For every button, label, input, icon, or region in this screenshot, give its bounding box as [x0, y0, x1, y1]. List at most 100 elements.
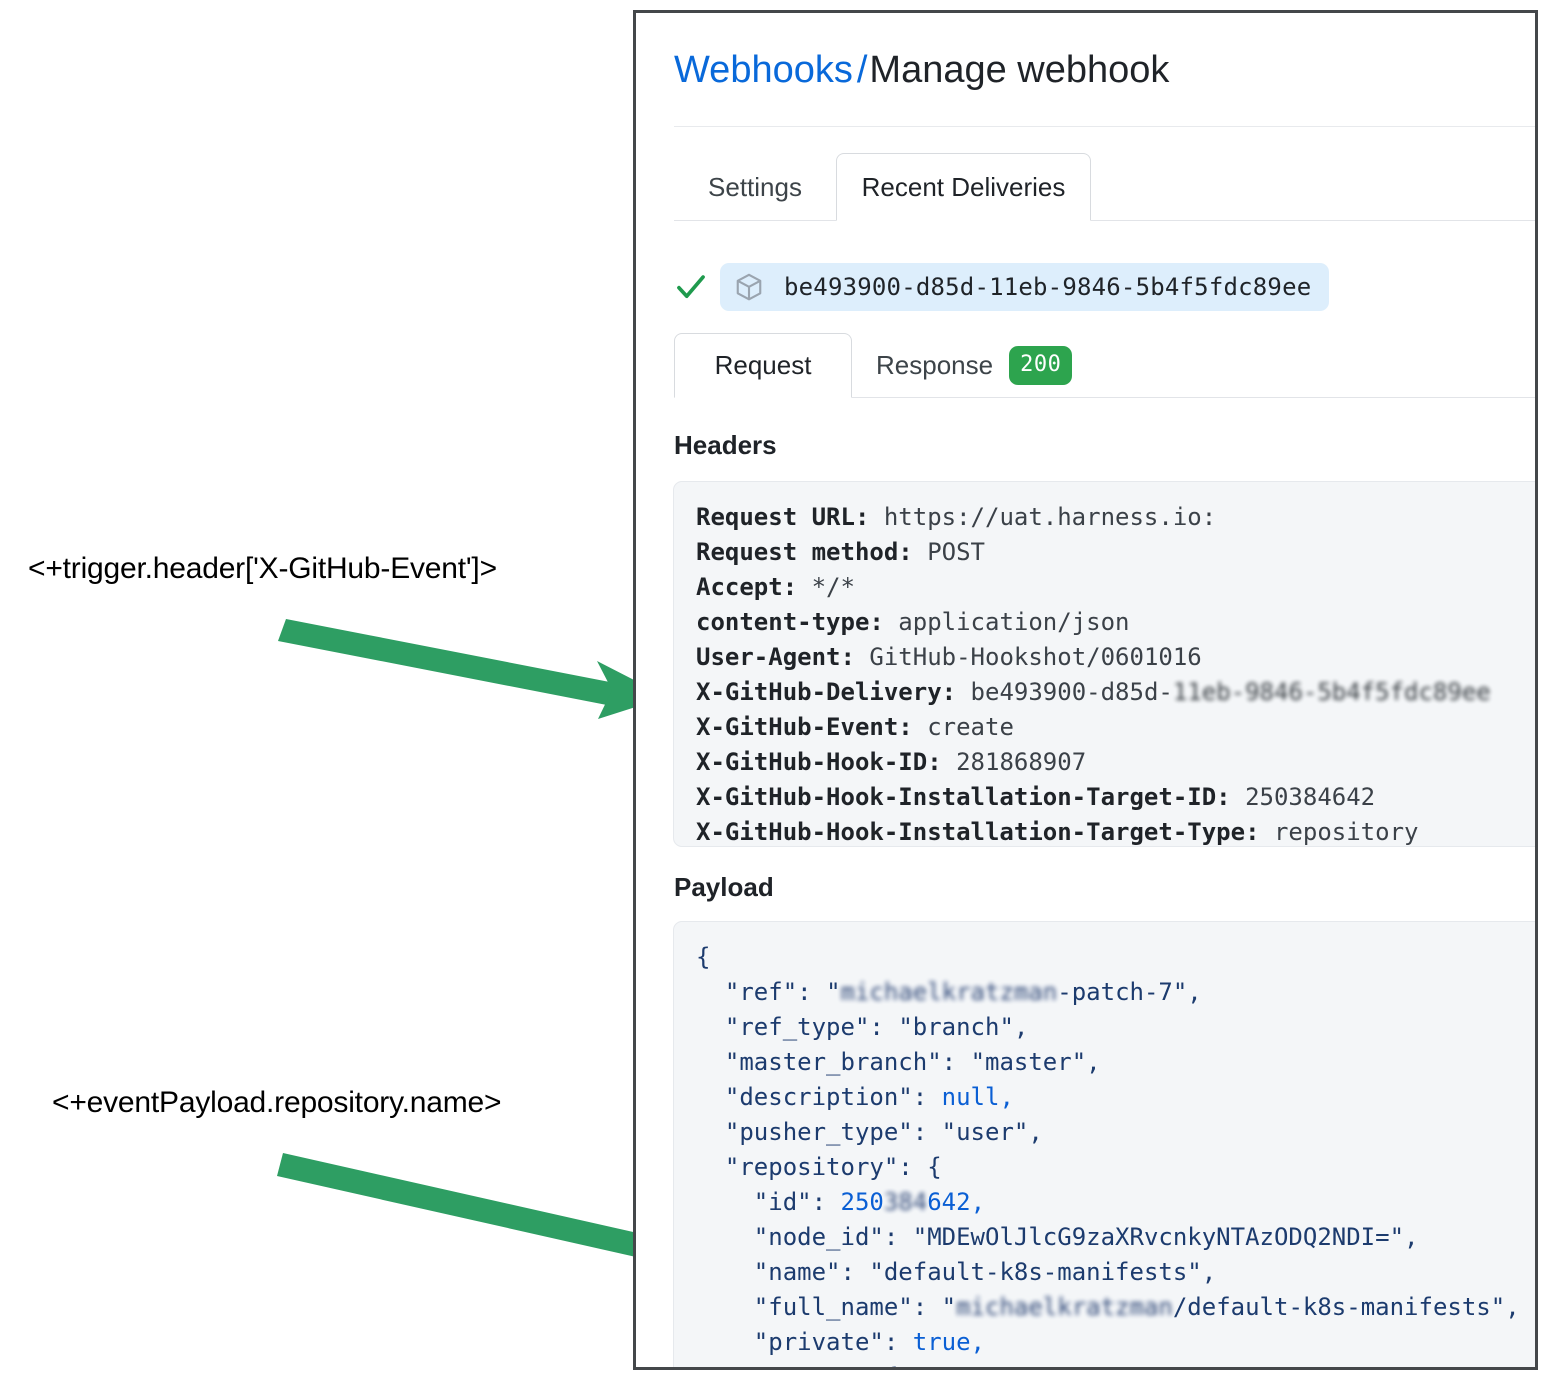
json-quote: " — [826, 978, 841, 1006]
payload-line: "full_name": "michaelkratzman/default-k8… — [696, 1290, 1535, 1325]
json-colon: : — [811, 1188, 841, 1216]
tab-response[interactable]: Response 200 — [852, 333, 1142, 398]
header-value: 250384642 — [1245, 783, 1376, 811]
json-colon: : — [912, 1118, 942, 1146]
header-key: X-GitHub-Hook-Installation-Target-ID: — [696, 783, 1231, 811]
header-row: Request method: POST — [696, 535, 1535, 570]
json-value: "user", — [941, 1118, 1043, 1146]
header-row: X-GitHub-Event: create — [696, 710, 1535, 745]
json-value: { — [927, 1153, 942, 1181]
payload-line: "private": true, — [696, 1325, 1535, 1360]
webhook-tabs: Settings Recent Deliveries — [674, 153, 1535, 221]
header-value: application/json — [898, 608, 1130, 636]
json-value: -patch-7", — [1057, 978, 1202, 1006]
redacted-delivery-id: 11eb-9846-5b4f5fdc89ee — [1172, 678, 1491, 706]
header-value: */* — [811, 573, 855, 601]
json-colon: : — [912, 1083, 942, 1111]
json-key: "full_name" — [753, 1293, 913, 1321]
breadcrumb-link-webhooks[interactable]: Webhooks — [674, 49, 853, 91]
header-key: User-Agent: — [696, 643, 855, 671]
payload-label: Payload — [674, 872, 774, 902]
payload-line: "pusher_type": "user", — [696, 1115, 1535, 1150]
payload-line: "owner": { — [696, 1360, 1535, 1367]
check-icon — [677, 275, 705, 299]
redacted-owner: michaelkratzman — [956, 1293, 1173, 1321]
request-response-tabs: Request Response 200 — [674, 333, 1535, 398]
json-value: null, — [941, 1083, 1014, 1111]
json-key: "ref_type" — [724, 1013, 870, 1041]
header-key: Accept: — [696, 573, 798, 601]
tab-settings[interactable]: Settings — [708, 171, 802, 202]
tab-recent-deliveries[interactable]: Recent Deliveries — [836, 153, 1091, 221]
json-colon: : — [912, 1293, 942, 1321]
header-value: GitHub-Hookshot/0601016 — [869, 643, 1202, 671]
json-value: { — [884, 1363, 898, 1367]
annotation-payload-expression: <+eventPayload.repository.name> — [52, 1086, 502, 1119]
header-key: X-GitHub-Event: — [696, 713, 913, 741]
breadcrumb-separator: / — [856, 49, 868, 91]
page-title: Manage webhook — [869, 49, 1170, 91]
payload-line: { — [696, 940, 1535, 975]
payload-line: "ref": "michaelkratzman-patch-7", — [696, 975, 1535, 1010]
json-colon: : — [797, 978, 827, 1006]
header-row: Request URL: https://uat.harness.io: — [696, 500, 1535, 535]
json-key: "node_id" — [753, 1223, 884, 1251]
json-colon: : — [898, 1153, 928, 1181]
json-value: true, — [912, 1328, 985, 1356]
json-key: "private" — [753, 1328, 884, 1356]
json-key: "owner" — [754, 1363, 855, 1367]
json-value: 250 — [840, 1188, 884, 1216]
github-webhook-panel: Webhooks/Manage webhook Settings Recent … — [633, 10, 1538, 1370]
annotation-header-expression: <+trigger.header['X-GitHub-Event']> — [28, 552, 497, 585]
header-row: content-type: application/json — [696, 605, 1535, 640]
redacted-repo-id: 384 — [883, 1188, 928, 1216]
json-key: "pusher_type" — [724, 1118, 913, 1146]
payload-line: "ref_type": "branch", — [696, 1010, 1535, 1045]
payload-code-block: { "ref": "michaelkratzman-patch-7", "ref… — [673, 921, 1535, 1367]
header-value: be493900-d85d- — [970, 678, 1173, 706]
header-row: Accept: */* — [696, 570, 1535, 605]
json-colon: : — [941, 1048, 971, 1076]
header-key: X-GitHub-Delivery: — [696, 678, 957, 706]
payload-line: "description": null, — [696, 1080, 1535, 1115]
json-value: "MDEwOlJlcG9zaXRvcnkyNTAzODQ2NDI=", — [912, 1223, 1419, 1251]
payload-line: "repository": { — [696, 1150, 1535, 1185]
header-value: POST — [927, 538, 985, 566]
delivery-row[interactable]: be493900-d85d-11eb-9846-5b4f5fdc89ee — [674, 261, 1330, 313]
json-value-suffix: 642, — [927, 1188, 986, 1216]
package-icon — [736, 273, 762, 301]
json-key: "description" — [724, 1083, 913, 1111]
json-colon: : — [840, 1258, 870, 1286]
json-key: "repository" — [724, 1153, 899, 1181]
json-value: "branch", — [898, 1013, 1029, 1041]
header-value: https://uat.harness.io: — [883, 503, 1217, 531]
payload-line: "master_branch": "master", — [696, 1045, 1535, 1080]
json-key: "name" — [753, 1258, 841, 1286]
json-colon: : — [883, 1328, 913, 1356]
tab-response-label: Response — [876, 350, 994, 380]
headers-label: Headers — [674, 430, 777, 460]
json-key: "ref" — [724, 978, 798, 1006]
status-badge: 200 — [1009, 346, 1073, 385]
tab-request[interactable]: Request — [674, 333, 852, 398]
payload-line: "node_id": "MDEwOlJlcG9zaXRvcnkyNTAzODQ2… — [696, 1220, 1535, 1255]
header-divider — [674, 126, 1535, 127]
json-key: "master_branch" — [724, 1048, 942, 1076]
header-row: X-GitHub-Hook-ID: 281868907 — [696, 745, 1535, 780]
arrow-to-header — [278, 619, 667, 719]
json-value: /default-k8s-manifests", — [1172, 1293, 1520, 1321]
header-key: content-type: — [696, 608, 884, 636]
json-value: "master", — [970, 1048, 1101, 1076]
breadcrumb: Webhooks/Manage webhook — [674, 46, 1169, 94]
header-key: Request URL: — [696, 503, 870, 531]
json-value: "default-k8s-manifests", — [869, 1258, 1217, 1286]
delivery-id-chip[interactable]: be493900-d85d-11eb-9846-5b4f5fdc89ee — [720, 263, 1330, 311]
payload-line: "id": 250384642, — [696, 1185, 1535, 1220]
header-row: X-GitHub-Delivery: be493900-d85d-11eb-98… — [696, 675, 1535, 710]
redacted-username: michaelkratzman — [840, 978, 1058, 1006]
subtabs-underline — [674, 397, 1535, 398]
json-colon: : — [855, 1363, 884, 1367]
payload-line: "name": "default-k8s-manifests", — [696, 1255, 1535, 1290]
tabs-underline — [674, 220, 1535, 221]
delivery-id-text: be493900-d85d-11eb-9846-5b4f5fdc89ee — [784, 273, 1312, 301]
